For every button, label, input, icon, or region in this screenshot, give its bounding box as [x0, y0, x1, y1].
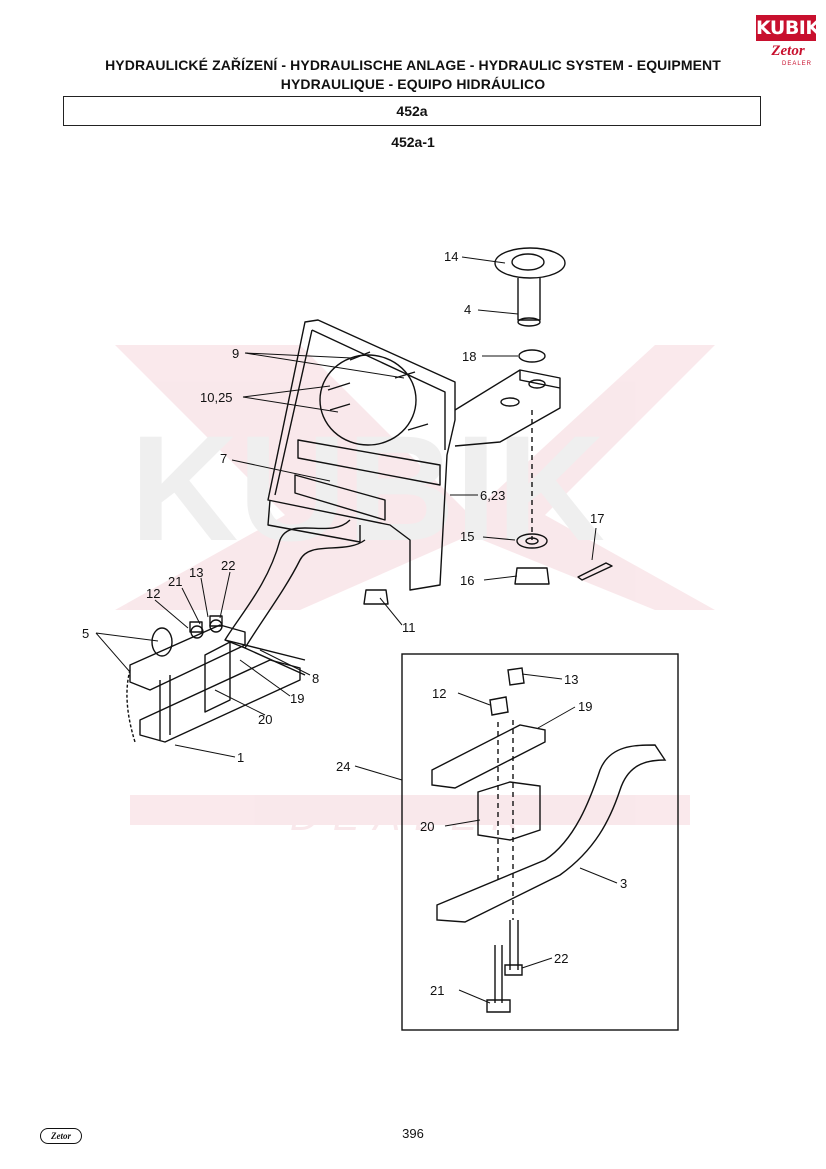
part-label-6-23: 6,23: [480, 488, 505, 503]
part-label-20: 20: [258, 712, 272, 727]
inset-label-20: 20: [420, 819, 434, 834]
logo-dealer-text: DEALER: [781, 61, 812, 67]
page-number: 396: [402, 1126, 424, 1141]
part-label-4: 4: [464, 302, 471, 317]
part-label-15: 15: [460, 529, 474, 544]
inset-label-21: 21: [430, 983, 444, 998]
part-label-24: 24: [336, 759, 350, 774]
watermark: KUBIK DEALER: [115, 345, 715, 839]
logo-kubik-text: KUBIK: [756, 15, 820, 41]
watermark-kubik: KUBIK: [130, 404, 605, 572]
inset-label-12: 12: [432, 686, 446, 701]
detail-inset: [401, 653, 679, 1031]
page-title-line2: HYDRAULIQUE - EQUIPO HIDRÁULICO: [280, 76, 546, 92]
part-label-9: 9: [232, 346, 239, 361]
part-label-7: 7: [220, 451, 227, 466]
section-code-box: 452a: [63, 96, 761, 126]
inset-label-22: 22: [554, 951, 568, 966]
part-label-10-25: 10,25: [200, 390, 233, 405]
inset-label-3: 3: [620, 876, 627, 891]
part-label-8: 8: [312, 671, 319, 686]
kubik-zetor-logo: KUBIK Zetor DEALER: [756, 15, 820, 71]
part-label-21: 21: [168, 574, 182, 589]
upper-plate: [129, 624, 246, 691]
footer-zetor-logo: Zetor: [40, 1128, 82, 1144]
part-label-5: 5: [82, 626, 89, 641]
part-label-11: 11: [402, 620, 416, 635]
part-label-1: 1: [237, 750, 244, 765]
part-label-18: 18: [462, 349, 476, 364]
figure-code: 452a-1: [391, 134, 435, 150]
part-label-19: 19: [290, 691, 304, 706]
part-label-12: 12: [146, 586, 160, 601]
logo-zetor-text: Zetor: [771, 43, 805, 59]
part-label-14: 14: [444, 249, 458, 264]
part-label-13: 13: [189, 565, 203, 580]
part-label-17: 17: [590, 511, 604, 526]
lower-plate: [139, 659, 301, 743]
hitch-tube: [454, 369, 561, 447]
section-code: 452a: [396, 103, 428, 119]
part-labels: 14 4 18 9 10,25 7 6,23 15 16 17 11 5 12 …: [82, 249, 627, 998]
inset-label-13: 13: [564, 672, 578, 687]
part-label-22: 22: [221, 558, 235, 573]
watermark-dealer: DEALER: [290, 795, 534, 839]
part-label-16: 16: [460, 573, 474, 588]
bracket-plate: [267, 319, 456, 591]
page-title-line1: HYDRAULICKÉ ZAŘÍZENÍ - HYDRAULISCHE ANLA…: [105, 57, 721, 73]
inset-label-19: 19: [578, 699, 592, 714]
